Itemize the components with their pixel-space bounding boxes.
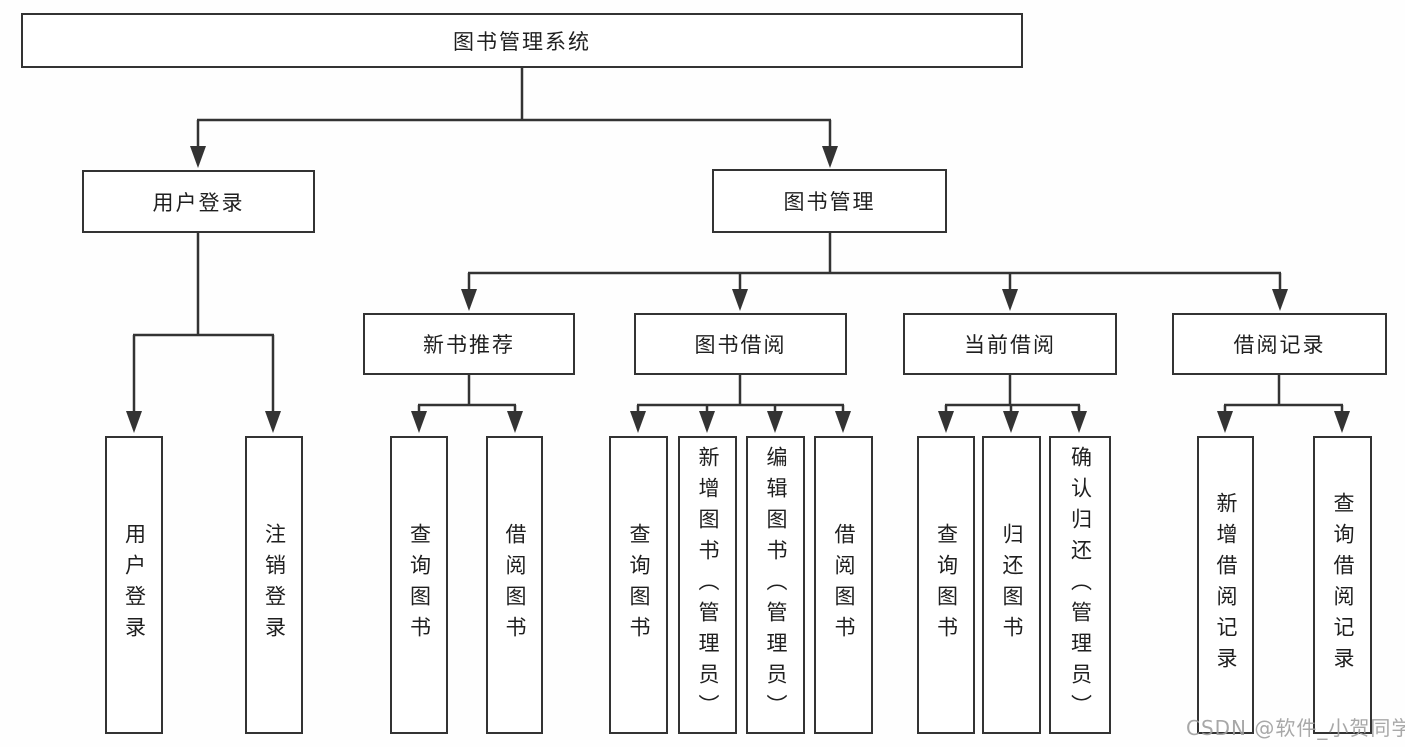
node-leaf-borrow-books-1: 借阅图书	[486, 436, 543, 734]
node-leaf-logout: 注销登录	[245, 436, 303, 734]
node-leaf-borrow-books-2: 借阅图书	[814, 436, 873, 734]
node-label: 用户登录	[122, 523, 147, 647]
node-label: 借阅图书	[832, 523, 856, 647]
connector-user-login-to-children	[126, 233, 281, 433]
node-label: 图书管理	[783, 190, 876, 214]
node-root-system: 图书管理系统	[21, 13, 1023, 68]
connector-current-borrow-to-children	[938, 375, 1087, 433]
node-leaf-query-books-3: 查询图书	[917, 436, 975, 734]
node-label: 确认归还（管理员）	[1068, 445, 1093, 725]
node-leaf-query-borrow-record: 查询借阅记录	[1313, 436, 1372, 734]
node-current-borrow: 当前借阅	[903, 313, 1117, 375]
node-leaf-user-login: 用户登录	[105, 436, 163, 734]
connector-borrow-records-to-children	[1217, 375, 1350, 433]
node-leaf-confirm-return-admin: 确认归还（管理员）	[1049, 436, 1111, 734]
node-book-borrow: 图书借阅	[634, 313, 847, 375]
connector-book-borrow-to-children	[630, 375, 851, 433]
node-leaf-add-borrow-record: 新增借阅记录	[1197, 436, 1254, 734]
node-label: 注销登录	[262, 523, 287, 647]
node-label: 查询借阅记录	[1331, 492, 1355, 678]
csdn-watermark: CSDN @软件_小贺同学	[1186, 716, 1405, 740]
node-label: 归还图书	[1000, 523, 1024, 647]
connector-new-book-to-children	[411, 375, 523, 433]
node-user-login: 用户登录	[82, 170, 315, 233]
node-label: 新增借阅记录	[1214, 492, 1238, 678]
connector-book-mgmt-to-level3	[461, 233, 1288, 311]
node-book-management: 图书管理	[712, 169, 947, 233]
node-label: 图书借阅	[694, 333, 787, 357]
node-label: 借阅图书	[503, 523, 527, 647]
node-leaf-add-book-admin: 新增图书（管理员）	[678, 436, 737, 734]
node-label: 新增图书（管理员）	[696, 445, 720, 725]
node-borrow-records: 借阅记录	[1172, 313, 1387, 375]
node-leaf-query-books-1: 查询图书	[390, 436, 448, 734]
node-label: 查询图书	[627, 523, 651, 647]
node-label: 查询图书	[934, 523, 959, 647]
node-label: 当前借阅	[964, 333, 1056, 357]
node-label: 借阅记录	[1233, 333, 1326, 357]
node-new-book-recommend: 新书推荐	[363, 313, 575, 375]
node-label: 查询图书	[407, 523, 432, 647]
node-leaf-edit-book-admin: 编辑图书（管理员）	[746, 436, 805, 734]
node-label: 用户登录	[152, 190, 245, 215]
node-label: 图书管理系统	[453, 29, 591, 54]
connector-root-to-level2	[190, 68, 838, 168]
node-label: 编辑图书（管理员）	[764, 445, 788, 725]
node-leaf-return-book: 归还图书	[982, 436, 1041, 734]
node-leaf-query-books-2: 查询图书	[609, 436, 668, 734]
node-label: 新书推荐	[423, 333, 515, 357]
